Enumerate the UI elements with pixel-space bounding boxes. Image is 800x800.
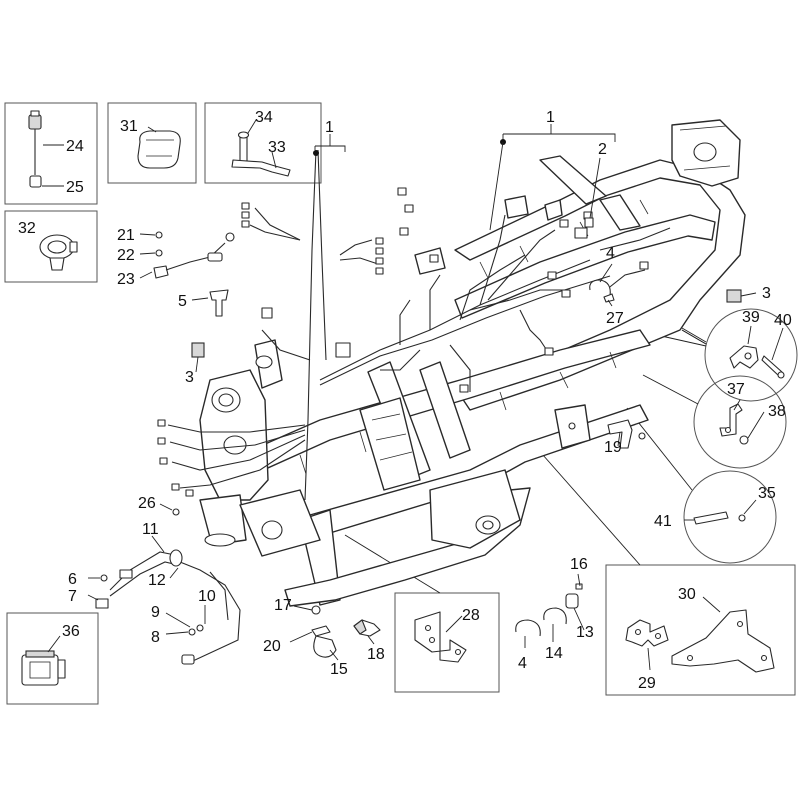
callout-41: 41 [654, 513, 672, 530]
callout-21: 21 [117, 227, 135, 244]
detail-circle-37-38 [693, 375, 787, 469]
callout-17: 17 [274, 597, 292, 614]
callout-37: 37 [727, 381, 745, 398]
part-5 [191, 289, 229, 317]
callout-18: 18 [367, 646, 385, 663]
scooter-frame [199, 119, 746, 607]
detail-circle-39-40 [704, 308, 798, 402]
parts-8-9-10 [165, 605, 206, 636]
callout-40: 40 [774, 312, 792, 329]
callout-25: 25 [66, 179, 84, 196]
detail-circle-35-41 [683, 470, 777, 564]
callout-4-top: 4 [606, 245, 615, 262]
callout-9: 9 [151, 604, 160, 621]
part-26 [159, 503, 180, 516]
callout-27: 27 [606, 310, 624, 327]
inset-box-33-34 [204, 102, 322, 184]
callout-30: 30 [678, 586, 696, 603]
callout-1-left: 1 [325, 119, 334, 136]
callout-28: 28 [462, 607, 480, 624]
inset-box-31 [107, 102, 197, 184]
callout-3-right: 3 [762, 285, 771, 302]
callout-16: 16 [570, 556, 588, 573]
callout-31: 31 [120, 118, 138, 135]
callout-22: 22 [117, 247, 135, 264]
part-19 [607, 419, 646, 449]
callout-24: 24 [66, 138, 84, 155]
harness-callout-1-right [489, 124, 616, 231]
callout-29: 29 [638, 675, 656, 692]
parts-11-12 [109, 535, 241, 665]
parts-4-14-13-16 [515, 573, 585, 648]
inset-box-36 [6, 612, 99, 705]
inset-box-29-30 [605, 564, 796, 696]
wiring-harness [157, 149, 671, 501]
part-18 [353, 619, 381, 645]
callout-4-bottom: 4 [518, 655, 527, 672]
part-3-right [726, 289, 757, 303]
callout-14: 14 [545, 645, 563, 662]
callout-15: 15 [330, 661, 348, 678]
inset-box-28 [394, 592, 500, 693]
callout-8: 8 [151, 629, 160, 646]
callout-3-left: 3 [185, 369, 194, 386]
part-2 [584, 157, 601, 228]
callout-13: 13 [576, 624, 594, 641]
callout-33: 33 [268, 139, 286, 156]
part-3-left [191, 342, 205, 373]
callout-23: 23 [117, 271, 135, 288]
callout-11: 11 [142, 521, 159, 538]
callout-26: 26 [138, 495, 156, 512]
parts-4-27 [589, 263, 615, 307]
callout-2: 2 [598, 141, 607, 158]
callout-7: 7 [68, 588, 77, 605]
callout-6: 6 [68, 571, 77, 588]
callout-36: 36 [62, 623, 80, 640]
callout-20: 20 [263, 638, 281, 655]
callout-19: 19 [604, 439, 622, 456]
callout-32: 32 [18, 220, 36, 237]
parts-15-17-20 [289, 605, 339, 661]
callout-39: 39 [742, 309, 760, 326]
callout-10: 10 [198, 588, 216, 605]
inset-box-24-25 [4, 102, 98, 205]
callout-12: 12 [148, 572, 166, 589]
callout-5: 5 [178, 293, 187, 310]
callout-38: 38 [768, 403, 786, 420]
parts-6-7 [87, 574, 109, 609]
callout-labels: 1 1 2 3 3 4 4 5 6 7 8 9 10 11 12 13 14 1… [18, 109, 792, 692]
callout-35: 35 [758, 485, 776, 502]
callout-34: 34 [255, 109, 273, 126]
harness-callout-1-left [313, 134, 346, 156]
inset-box-32 [4, 210, 98, 283]
parts-21-22-23 [139, 231, 235, 279]
callout-1-right: 1 [546, 109, 555, 126]
